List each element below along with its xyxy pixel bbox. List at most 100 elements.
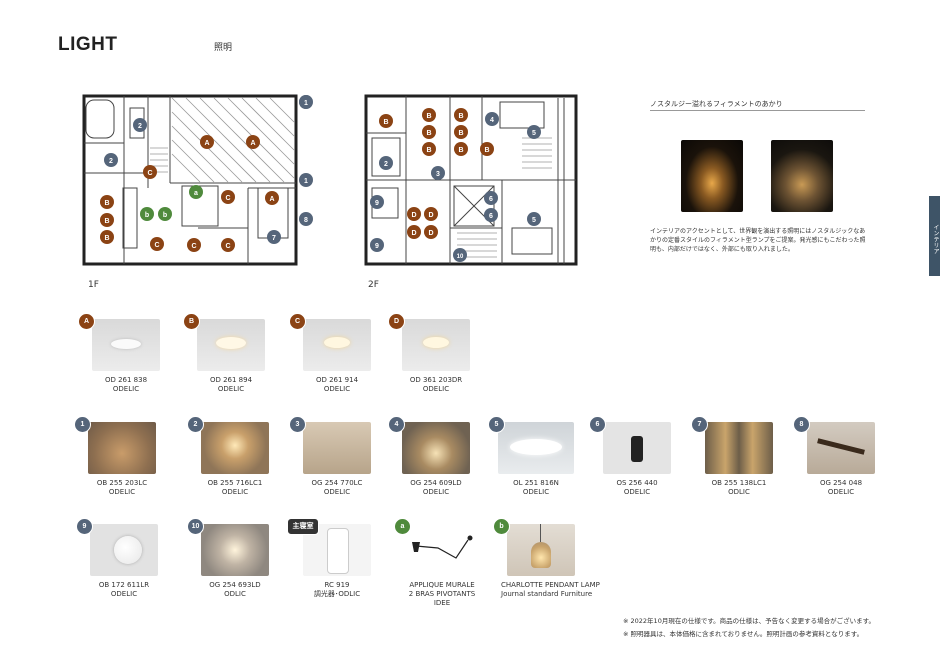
- svg-text:B: B: [104, 235, 109, 242]
- product-badge: 10: [187, 518, 204, 535]
- floor-plan-1f-markers: 1 A A 2 2 C 1 a C A B b b B B 8 7 C C C: [100, 95, 313, 252]
- svg-text:B: B: [458, 130, 463, 137]
- product-brand: ODELIC: [323, 385, 351, 393]
- product-badge: 1: [74, 416, 91, 433]
- product-code: OG 254 609LD: [410, 479, 462, 487]
- product-card[interactable]: 主寝室 RC 919 調光器･ODLIC: [287, 518, 377, 599]
- product-card[interactable]: 9 OB 172 611LR ODELIC: [76, 518, 164, 599]
- svg-text:7: 7: [272, 235, 276, 242]
- product-code: CHARLOTTE PENDANT LAMP: [501, 581, 600, 589]
- svg-text:6: 6: [489, 213, 493, 220]
- plan-marker-5: 5: [527, 212, 541, 226]
- svg-text:B: B: [458, 147, 463, 154]
- plan-marker-6: 6: [484, 191, 498, 205]
- svg-text:b: b: [145, 212, 149, 219]
- plan-marker-b: B: [422, 108, 436, 122]
- product-badge: 5: [488, 416, 505, 433]
- plan-marker-a: A: [246, 135, 260, 149]
- product-brand: ODELIC: [422, 385, 450, 393]
- plan-marker-6: 6: [484, 208, 498, 222]
- product-card[interactable]: b CHARLOTTE PENDANT LAMP Journal standar…: [493, 518, 600, 599]
- plan-marker-b: B: [454, 125, 468, 139]
- plan-marker-4: 4: [485, 112, 499, 126]
- product-code: OD 261 894: [209, 376, 253, 384]
- svg-text:10: 10: [457, 254, 464, 260]
- svg-text:A: A: [204, 140, 209, 147]
- plan-marker-10: 10: [453, 248, 467, 262]
- plan-marker-d: D: [407, 207, 421, 221]
- product-card[interactable]: 2 OB 255 716LC1 ODELIC: [187, 416, 275, 497]
- plan-marker-d: D: [407, 225, 421, 239]
- product-code: APPLIQUE MURALE: [409, 581, 475, 589]
- product-badge: 3: [289, 416, 306, 433]
- svg-text:C: C: [147, 170, 152, 177]
- svg-text:2: 2: [138, 123, 142, 130]
- downlight-image: [303, 319, 371, 371]
- svg-text:C: C: [191, 243, 196, 250]
- svg-text:C: C: [225, 243, 230, 250]
- svg-text:C: C: [154, 242, 159, 249]
- svg-text:9: 9: [375, 200, 379, 207]
- product-card[interactable]: a APPLIQUE MURALE 2 BRAS PIVOTANTS IDEE: [394, 518, 482, 608]
- product-card[interactable]: A OD 261 838 ODELIC: [78, 313, 166, 394]
- product-brand: 調光器･ODLIC: [313, 590, 361, 598]
- product-badge: D: [388, 313, 405, 330]
- svg-text:a: a: [194, 190, 198, 197]
- plan-marker-7: 7: [267, 230, 281, 244]
- plan-marker-8: 8: [299, 212, 313, 226]
- downlight-image: [92, 319, 160, 371]
- plan-marker-a: A: [265, 191, 279, 205]
- product-code: OG 254 048: [819, 479, 863, 487]
- product-brand: ODELIC: [522, 488, 550, 496]
- plan-marker-1: 1: [299, 173, 313, 187]
- plan-marker-2: 2: [133, 118, 147, 132]
- product-card[interactable]: 10 OG 254 693LD ODLIC: [187, 518, 275, 599]
- product-card[interactable]: 8 OG 254 048 ODELIC: [793, 416, 881, 497]
- product-card[interactable]: 4 OG 254 609LD ODELIC: [388, 416, 476, 497]
- product-card[interactable]: D OD 361 203DR ODELIC: [388, 313, 476, 394]
- product-card[interactable]: B OD 261 894 ODELIC: [183, 313, 271, 394]
- page-title: LIGHT: [58, 34, 118, 55]
- svg-text:B: B: [426, 113, 431, 120]
- product-card[interactable]: 1 OB 255 203LC ODELIC: [74, 416, 162, 497]
- ceiling-lamp-image: [402, 422, 470, 474]
- plan-marker-b: B: [100, 213, 114, 227]
- product-code: OB 172 611LR: [98, 581, 150, 589]
- product-card[interactable]: C OD 261 914 ODELIC: [289, 313, 377, 394]
- section-tab[interactable]: インテリア: [929, 196, 940, 276]
- product-card[interactable]: 6 OS 256 440 ODELIC: [589, 416, 677, 497]
- plan-marker-c: C: [150, 237, 164, 251]
- swing-arm-lamp-image: [408, 524, 476, 576]
- picture-light-image: [807, 422, 875, 474]
- product-code: RC 919: [324, 581, 350, 589]
- plan-marker-a: A: [200, 135, 214, 149]
- product-code: OB 255 716LC1: [207, 479, 263, 487]
- footnote: ※ 照明器具は、本体価格に含まれておりません。照明計画の参考資料となります。: [623, 630, 864, 638]
- product-badge: 主寝室: [287, 518, 319, 535]
- intro-body: インテリアのアクセントとして、世界観を演出する照明にはノスタルジックなあかりの定…: [650, 228, 866, 253]
- product-card[interactable]: 7 OB 255 138LC1 ODLIC: [691, 416, 779, 497]
- product-card[interactable]: 5 OL 251 816N ODELIC: [488, 416, 576, 497]
- plan-marker-2: 2: [379, 156, 393, 170]
- product-badge: 6: [589, 416, 606, 433]
- downlight-image: [197, 319, 265, 371]
- product-badge: C: [289, 313, 306, 330]
- svg-text:A: A: [250, 140, 255, 147]
- product-brand: ODELIC: [221, 488, 249, 496]
- svg-text:B: B: [458, 113, 463, 120]
- product-code: OG 254 693LD: [209, 581, 261, 589]
- intro-heading: ノスタルジー溢れるフィラメントのあかり: [650, 100, 783, 108]
- svg-text:6: 6: [489, 196, 493, 203]
- svg-text:b: b: [163, 212, 167, 219]
- product-card[interactable]: 3 OG 254 770LC ODELIC: [289, 416, 377, 497]
- gooseneck-lamp-image: [303, 422, 371, 474]
- svg-text:9: 9: [375, 243, 379, 250]
- plan-marker-b: B: [100, 230, 114, 244]
- page-subtitle: 照明: [214, 43, 233, 53]
- plan-marker-b: B: [454, 142, 468, 156]
- svg-text:D: D: [411, 230, 416, 237]
- product-badge: B: [183, 313, 200, 330]
- footnote: ※ 2022年10月現在の仕様です。商品の仕様は、予告なく変更する場合がございま…: [623, 617, 876, 625]
- floor-label-2f: 2F: [368, 280, 379, 290]
- svg-text:D: D: [428, 212, 433, 219]
